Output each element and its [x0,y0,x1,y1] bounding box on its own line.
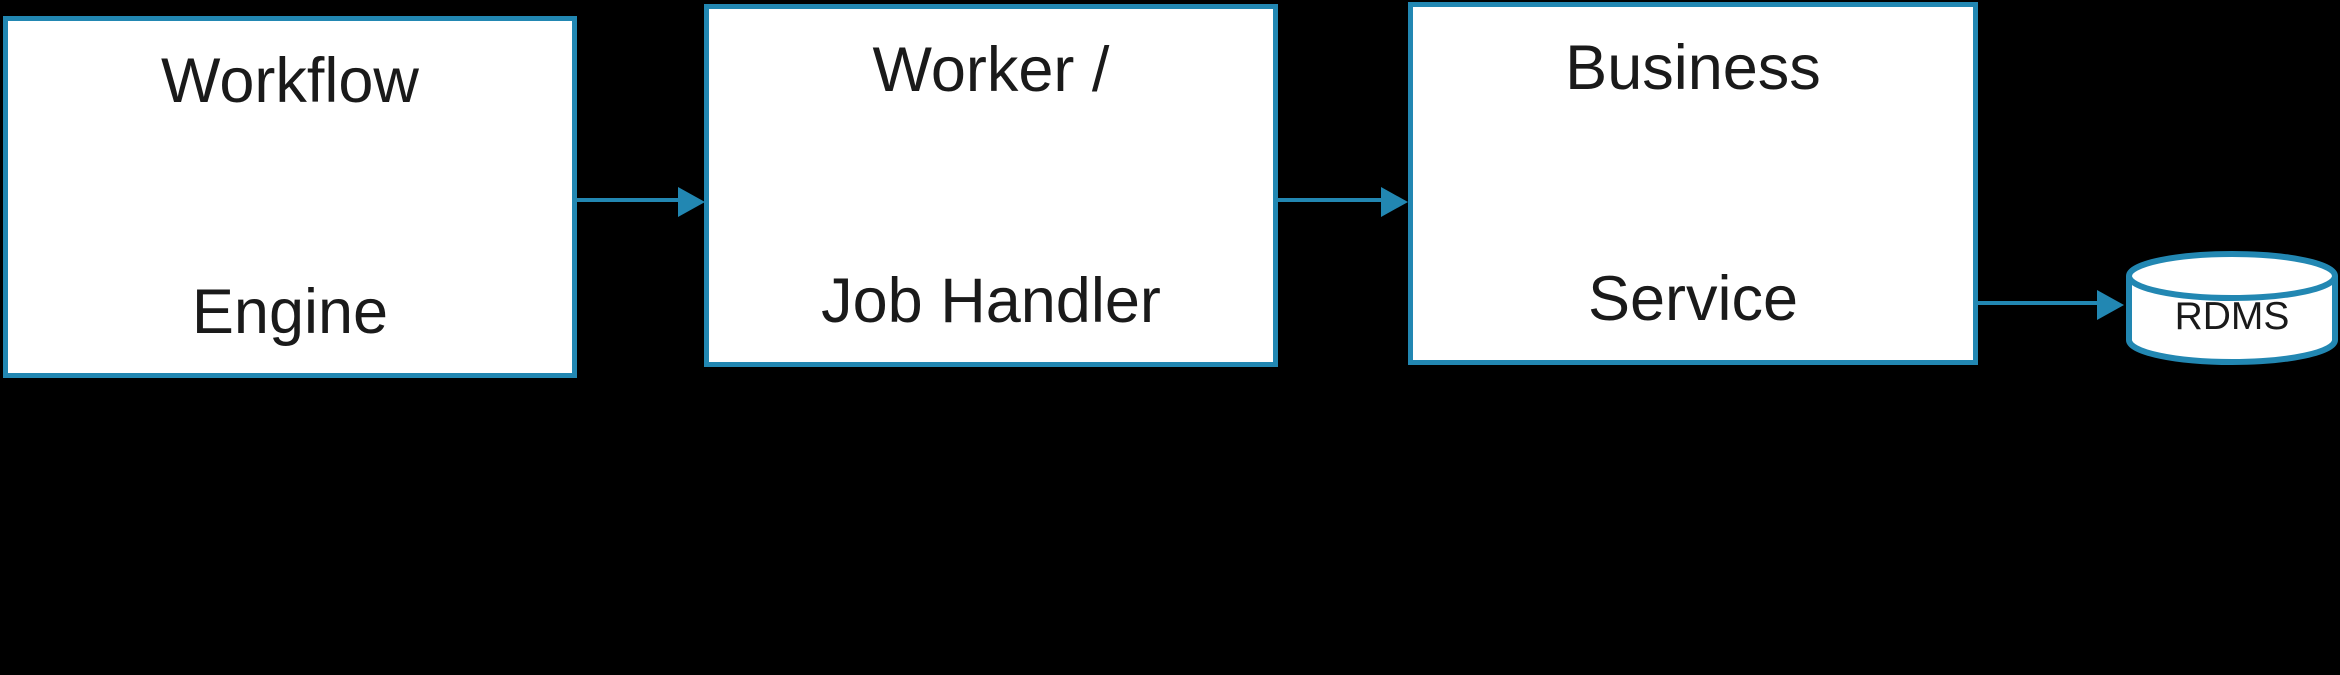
node-rdms-label: RDMS [2174,295,2290,338]
connector-business-to-rdms-line [1978,301,2098,305]
node-business-service-label-line2: Service [1587,263,1799,334]
arrowhead-icon [2097,290,2124,320]
arrowhead-icon [1381,187,1408,217]
cylinder-top [2126,251,2338,301]
arrowhead-icon [678,187,705,217]
node-worker-job-handler-label-line2: Job Handler [821,265,1161,336]
node-business-service-label: Business Service [1565,0,1821,492]
node-business-service-label-line1: Business [1565,32,1821,103]
node-workflow-engine: Workflow Engine [3,16,577,378]
node-worker-job-handler: Worker / Job Handler [704,4,1278,367]
node-business-service: Business Service [1408,2,1978,365]
node-workflow-engine-label: Workflow Engine [161,0,419,505]
connector-worker-to-business-line [1278,198,1382,202]
database-cylinder-icon [2126,251,2338,365]
node-worker-job-handler-label: Worker / Job Handler [821,0,1161,494]
node-workflow-engine-label-line1: Workflow [161,46,419,116]
node-workflow-engine-label-line2: Engine [191,277,389,347]
connector-workflow-to-worker-line [577,198,679,202]
node-worker-job-handler-label-line1: Worker / [872,34,1110,105]
